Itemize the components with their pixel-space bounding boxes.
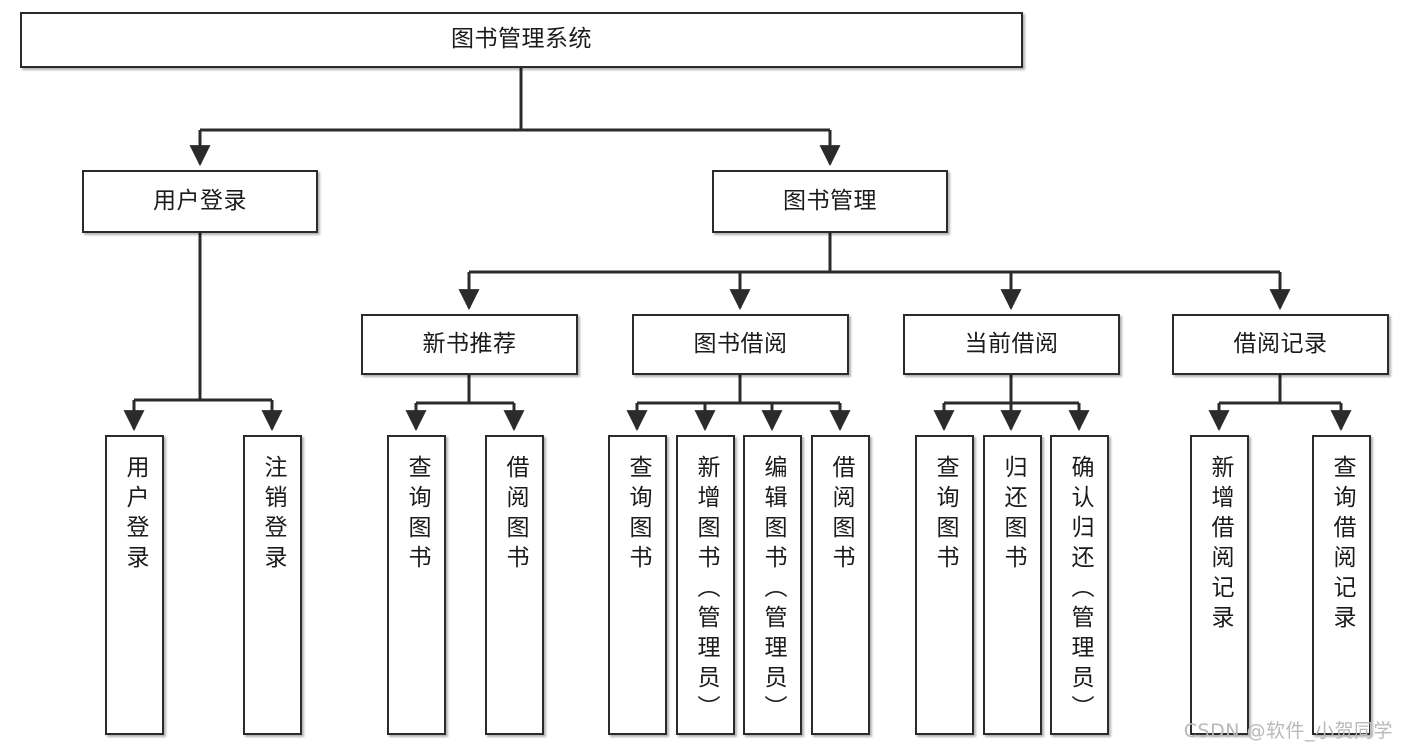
leaf-node-label: 借阅图书 <box>502 455 528 575</box>
leaf-node[interactable]: 确认归还（管理员） <box>1050 435 1109 735</box>
leaf-node[interactable]: 借阅图书 <box>811 435 870 735</box>
leaf-node[interactable]: 查询图书 <box>608 435 667 735</box>
node-book-borrow-label: 图书借阅 <box>693 330 788 357</box>
node-root[interactable]: 图书管理系统 <box>20 12 1023 68</box>
leaf-node[interactable]: 查询借阅记录 <box>1312 435 1371 735</box>
leaf-node[interactable]: 借阅图书 <box>485 435 544 735</box>
node-current-borrow[interactable]: 当前借阅 <box>903 314 1120 375</box>
leaf-node-label: 编辑图书（管理员） <box>760 455 786 725</box>
leaf-node[interactable]: 新增图书（管理员） <box>676 435 735 735</box>
leaf-node[interactable]: 查询图书 <box>915 435 974 735</box>
node-borrow-record[interactable]: 借阅记录 <box>1172 314 1389 375</box>
leaf-node[interactable]: 编辑图书（管理员） <box>743 435 802 735</box>
node-book-management-label: 图书管理 <box>783 187 877 214</box>
node-user-login-label: 用户登录 <box>153 187 247 214</box>
node-borrow-record-label: 借阅记录 <box>1233 330 1328 357</box>
leaf-node-label: 确认归还（管理员） <box>1067 455 1093 725</box>
leaf-node-label: 新增图书（管理员） <box>693 455 719 725</box>
leaf-node-label: 查询图书 <box>404 455 430 575</box>
node-root-label: 图书管理系统 <box>451 26 592 53</box>
leaf-node-label: 查询借阅记录 <box>1329 455 1355 635</box>
leaf-node-label: 归还图书 <box>1000 455 1026 575</box>
leaf-node-label: 借阅图书 <box>828 455 854 575</box>
node-new-book-recommend[interactable]: 新书推荐 <box>361 314 578 375</box>
leaf-node-label: 用户登录 <box>122 455 148 575</box>
node-book-management[interactable]: 图书管理 <box>712 170 948 233</box>
leaf-node[interactable]: 用户登录 <box>105 435 164 735</box>
leaf-node[interactable]: 新增借阅记录 <box>1190 435 1249 735</box>
node-book-borrow[interactable]: 图书借阅 <box>632 314 849 375</box>
leaf-node-label: 新增借阅记录 <box>1207 455 1233 635</box>
leaf-node-label: 查询图书 <box>932 455 958 575</box>
leaf-node-label: 注销登录 <box>260 455 286 575</box>
leaf-node[interactable]: 注销登录 <box>243 435 302 735</box>
node-user-login[interactable]: 用户登录 <box>82 170 318 233</box>
leaf-node-label: 查询图书 <box>625 455 651 575</box>
leaf-node[interactable]: 归还图书 <box>983 435 1042 735</box>
leaf-node[interactable]: 查询图书 <box>387 435 446 735</box>
node-new-book-recommend-label: 新书推荐 <box>422 330 517 357</box>
node-current-borrow-label: 当前借阅 <box>964 330 1059 357</box>
